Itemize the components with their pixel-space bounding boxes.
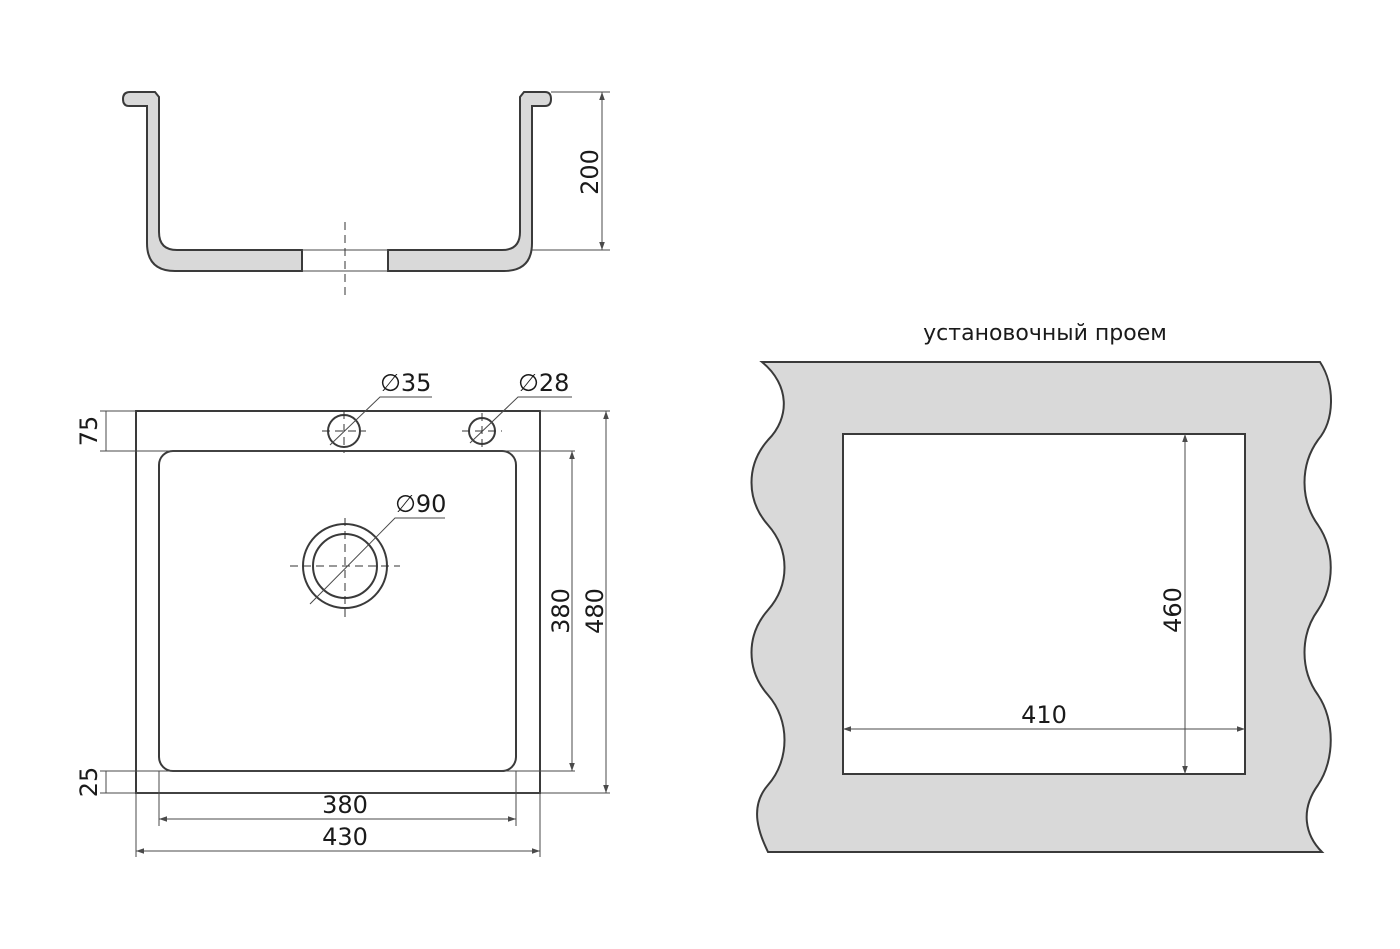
cutout-height-label: 460 bbox=[1159, 587, 1187, 633]
drain-label: ∅90 bbox=[395, 490, 446, 518]
hole-28-label: ∅28 bbox=[518, 369, 569, 397]
cutout-view: установочный проем 460 410 bbox=[750, 321, 1332, 853]
sink-outer-outline bbox=[135, 410, 541, 794]
bowl-depth-label: 380 bbox=[547, 588, 575, 634]
hole-35-label: ∅35 bbox=[380, 369, 431, 397]
sink-profile bbox=[121, 91, 553, 272]
hole-28-leader bbox=[469, 396, 572, 444]
hole-35-leader bbox=[329, 396, 432, 446]
cutout-width-label: 410 bbox=[1021, 701, 1067, 729]
total-width-label: 430 bbox=[322, 823, 368, 851]
top-view: ∅35 ∅28 ∅90 75 25 380 480 380 bbox=[75, 369, 610, 857]
side-view: 200 bbox=[121, 91, 610, 298]
bowl-width-label: 380 bbox=[322, 791, 368, 819]
cutout-caption: установочный проем bbox=[923, 321, 1167, 346]
total-depth-label: 480 bbox=[581, 588, 609, 634]
rim-front-label: 25 bbox=[75, 767, 103, 798]
countertop-section bbox=[750, 361, 1332, 853]
rim-back-label: 75 bbox=[75, 416, 103, 447]
height-label: 200 bbox=[576, 149, 604, 195]
drain-leader bbox=[309, 517, 445, 605]
bowl-outline bbox=[158, 450, 517, 772]
